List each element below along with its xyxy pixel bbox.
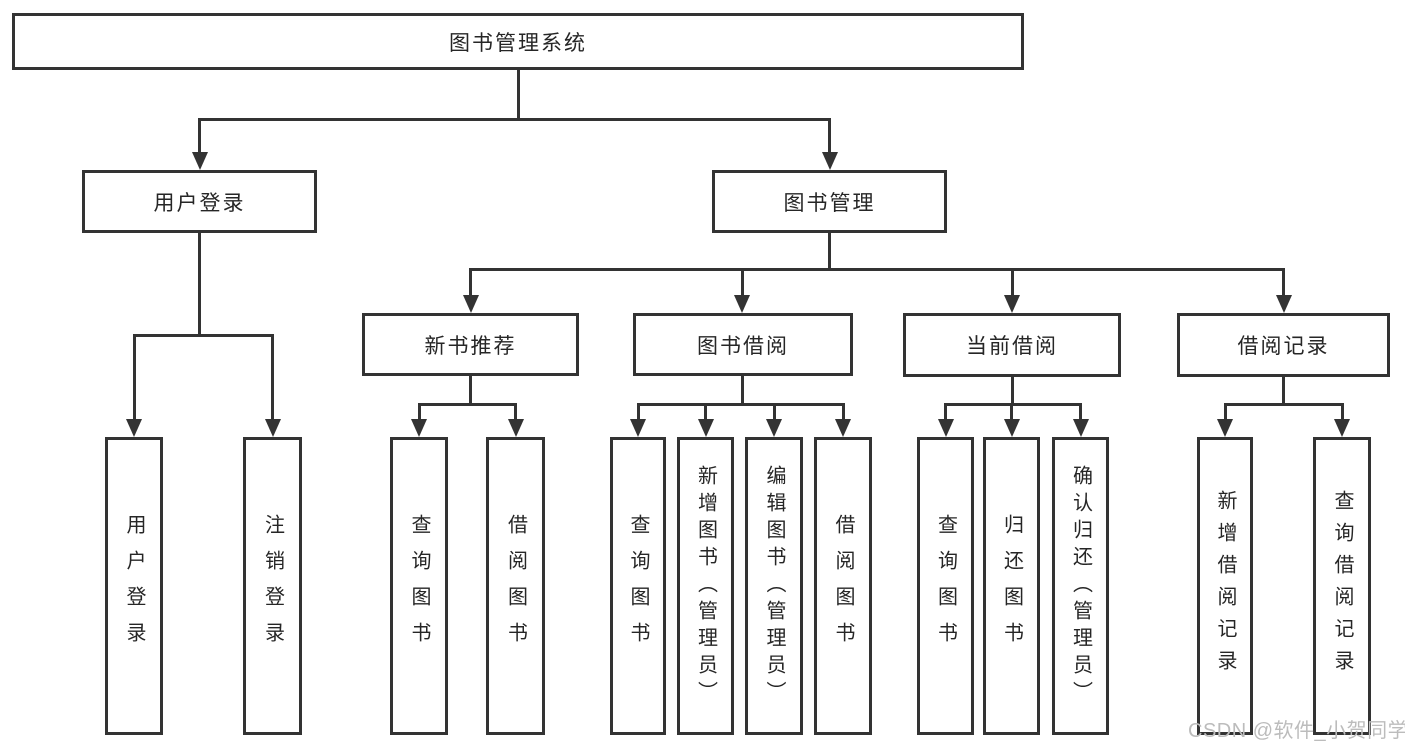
leaf-add-book-admin: 新增图书（管理员） [677, 437, 734, 735]
leaf-label: 查询借阅记录 [1331, 490, 1353, 682]
connector-line [636, 403, 640, 419]
leaf-logout: 注销登录 [243, 437, 302, 735]
connector-line [740, 376, 744, 406]
connector-line [841, 403, 845, 419]
arrowhead-down-icon [462, 295, 479, 313]
arrowhead-down-icon [1004, 295, 1020, 313]
leaf-query-book: 查询图书 [917, 437, 974, 735]
leaf-label: 新增借阅记录 [1214, 490, 1236, 682]
leaf-label: 查询图书 [934, 514, 957, 658]
csdn-watermark: CSDN @软件_小贺同学 [1188, 720, 1405, 742]
node-label: 当前借阅 [966, 335, 1058, 358]
node-borrow-records: 借阅记录 [1177, 313, 1390, 377]
leaf-query-book: 查询图书 [390, 437, 448, 735]
arrowhead-down-icon [1334, 419, 1350, 437]
arrowhead-down-icon [1275, 295, 1292, 313]
leaf-label: 归还图书 [1000, 514, 1023, 658]
connector-line [469, 268, 1285, 271]
leaf-label: 借阅图书 [832, 514, 854, 658]
connector-line [828, 233, 831, 271]
connector-line [132, 334, 136, 419]
leaf-edit-book-admin: 编辑图书（管理员） [745, 437, 803, 735]
connector-line [198, 118, 831, 121]
connector-line [198, 118, 201, 152]
connector-line [828, 118, 831, 152]
leaf-label: 查询图书 [408, 514, 430, 658]
arrowhead-down-icon [126, 419, 142, 437]
arrowhead-down-icon [411, 419, 427, 437]
leaf-borrow-book: 借阅图书 [814, 437, 872, 735]
arrowhead-down-icon [734, 295, 750, 313]
connector-line [636, 403, 845, 406]
arrowhead-down-icon [630, 419, 646, 437]
connector-line [469, 268, 472, 295]
connector-line [132, 334, 274, 337]
node-current-borrow: 当前借阅 [903, 313, 1121, 377]
leaf-label: 借阅图书 [504, 514, 527, 658]
connector-line [417, 403, 517, 406]
arrowhead-down-icon [835, 419, 851, 437]
node-label: 图书管理系统 [449, 31, 587, 55]
arrowhead-down-icon [264, 419, 281, 437]
connector-line [1223, 403, 1344, 406]
node-label: 图书管理 [783, 191, 876, 215]
arrowhead-down-icon [1003, 419, 1020, 437]
arrowhead-down-icon [697, 419, 714, 437]
leaf-query-borrow-record: 查询借阅记录 [1313, 437, 1371, 735]
node-library-system: 图书管理系统 [12, 13, 1024, 70]
leaf-label: 新增图书（管理员） [694, 464, 717, 708]
connector-line [1010, 377, 1014, 406]
connector-line [944, 403, 1082, 406]
node-user-login: 用户登录 [82, 170, 317, 233]
connector-line [417, 403, 421, 419]
connector-line [1282, 268, 1285, 295]
connector-line [271, 334, 274, 419]
leaf-label: 编辑图书（管理员） [763, 464, 785, 708]
node-new-book-recommend: 新书推荐 [362, 313, 579, 376]
connector-line [1340, 403, 1344, 419]
leaf-borrow-book: 借阅图书 [486, 437, 545, 735]
connector-line [704, 403, 707, 419]
leaf-confirm-return-admin: 确认归还（管理员） [1052, 437, 1109, 735]
leaf-query-book: 查询图书 [610, 437, 666, 735]
arrowhead-down-icon [1217, 419, 1233, 437]
leaf-return-book: 归还图书 [983, 437, 1040, 735]
connector-line [469, 376, 472, 406]
connector-line [944, 403, 947, 419]
arrowhead-down-icon [191, 152, 208, 170]
connector-line [1010, 268, 1014, 295]
connector-line [1010, 403, 1013, 419]
connector-line [1282, 377, 1285, 406]
node-book-management: 图书管理 [712, 170, 947, 233]
leaf-label: 用户登录 [123, 514, 145, 658]
node-label: 借阅记录 [1237, 335, 1330, 358]
arrowhead-down-icon [766, 419, 782, 437]
arrowhead-down-icon [937, 419, 954, 437]
node-label: 图书借阅 [697, 334, 789, 358]
leaf-add-borrow-record: 新增借阅记录 [1197, 437, 1253, 735]
connector-line [198, 233, 201, 337]
leaf-label: 查询图书 [627, 514, 649, 658]
node-label: 用户登录 [153, 191, 246, 215]
leaf-user-login: 用户登录 [105, 437, 163, 735]
connector-line [772, 403, 776, 419]
connector-line [1223, 403, 1227, 419]
arrowhead-down-icon [1072, 419, 1089, 437]
leaf-label: 注销登录 [261, 514, 284, 658]
connector-line [516, 69, 520, 120]
arrowhead-down-icon [821, 152, 838, 170]
connector-line [514, 403, 517, 419]
connector-line [740, 268, 744, 295]
arrowhead-down-icon [507, 419, 524, 437]
node-label: 新书推荐 [424, 334, 517, 358]
connector-line [1079, 403, 1082, 419]
node-book-borrow: 图书借阅 [633, 313, 853, 376]
leaf-label: 确认归还（管理员） [1069, 464, 1092, 708]
